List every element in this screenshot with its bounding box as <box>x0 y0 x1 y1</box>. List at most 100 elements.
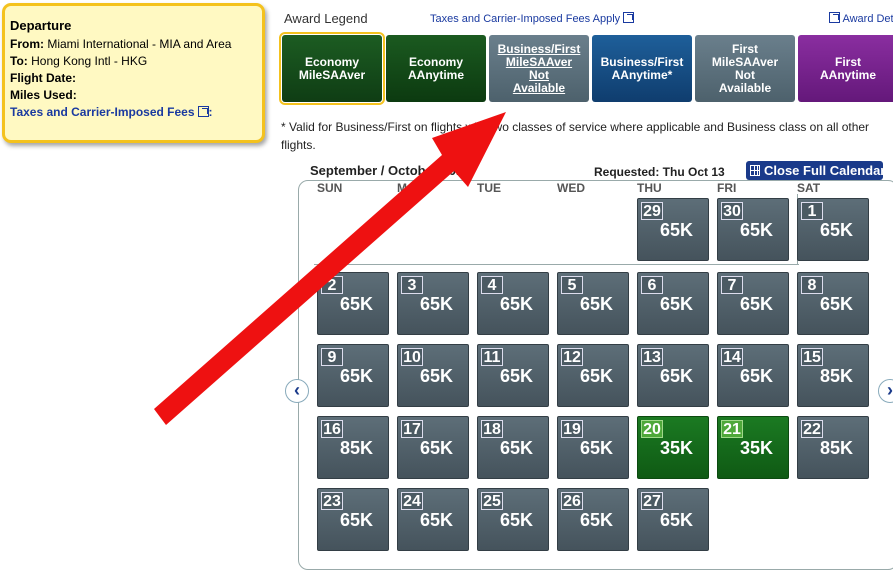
legend-economy-aanytime: Economy AAnytime <box>386 35 486 102</box>
day-number: 11 <box>481 348 503 366</box>
day-number: 3 <box>401 276 423 294</box>
flight-date-label: Flight Date: <box>10 71 76 85</box>
day-number: 8 <box>801 276 823 294</box>
calendar-month: September / October 2016 <box>310 163 471 178</box>
prev-week-button[interactable]: ‹ <box>285 379 309 403</box>
day-number: 15 <box>801 348 823 366</box>
calendar-icon <box>750 165 760 176</box>
day-miles: 65K <box>659 220 693 240</box>
from-row: From: Miami International - MIA and Area <box>10 36 262 53</box>
fees-colon: : <box>208 105 213 119</box>
day-number: 14 <box>721 348 743 366</box>
day-number: 18 <box>481 420 503 438</box>
award-details-link[interactable]: Award Det <box>826 12 893 25</box>
weekday-tue: TUE <box>477 181 501 195</box>
day-miles: 65K <box>499 438 533 458</box>
legend-business-aanytime: Business/First AAnytime* <box>592 35 692 102</box>
day-miles: 65K <box>499 366 533 386</box>
day-number: 19 <box>561 420 583 438</box>
day-number: 16 <box>321 420 343 438</box>
day-miles: 65K <box>579 438 613 458</box>
day-miles: 65K <box>819 294 853 314</box>
day-number: 13 <box>641 348 663 366</box>
day-number: 10 <box>401 348 423 366</box>
day-number: 21 <box>721 420 743 438</box>
to-label: To: <box>10 54 28 68</box>
day-number: 2 <box>321 276 343 294</box>
day-number: 12 <box>561 348 583 366</box>
close-calendar-button[interactable]: Close Full Calendar <box>746 161 886 180</box>
legend-title: Award Legend <box>284 11 368 26</box>
day-miles: 85K <box>339 438 373 458</box>
external-link-icon[interactable] <box>829 12 840 23</box>
month-divider <box>314 264 799 265</box>
day-miles: 65K <box>579 294 613 314</box>
day-miles: 65K <box>339 366 373 386</box>
day-number: 30 <box>721 202 743 220</box>
weekday-sat: SAT <box>797 181 821 195</box>
legend-first-aanytime: First AAnytime <box>798 35 893 102</box>
day-miles: 65K <box>419 366 453 386</box>
day-number: 1 <box>801 202 823 220</box>
fees-apply-link[interactable]: Taxes and Carrier-Imposed Fees Apply <box>430 12 635 25</box>
close-calendar-label[interactable]: Close Full Calendar <box>764 163 886 178</box>
day-number: 17 <box>401 420 423 438</box>
from-label: From: <box>10 37 44 51</box>
award-details-label[interactable]: Award Det <box>842 13 893 25</box>
fees-link[interactable]: Taxes and Carrier-Imposed Fees <box>10 105 195 119</box>
day-miles: 65K <box>579 366 613 386</box>
day-miles: 85K <box>819 438 853 458</box>
day-miles: 35K <box>659 438 693 458</box>
weekday-thu: THU <box>637 181 662 195</box>
weekday-sun: SUN <box>317 181 343 195</box>
external-link-icon[interactable] <box>197 106 209 117</box>
legend-economy-milesaaver: Economy MileSAAver <box>279 32 385 105</box>
day-number: 27 <box>641 492 663 510</box>
day-miles: 65K <box>739 220 773 240</box>
from-value: Miami International - MIA and Area <box>47 37 232 51</box>
fees-apply-label[interactable]: Taxes and Carrier-Imposed Fees Apply <box>430 13 621 25</box>
day-miles: 65K <box>739 366 773 386</box>
legend-note: * Valid for Business/First on flights wi… <box>281 120 870 152</box>
to-value: Hong Kong Intl - HKG <box>31 54 148 68</box>
day-miles: 65K <box>499 294 533 314</box>
departure-panel: Departure From: Miami International - MI… <box>2 3 265 143</box>
external-link-icon[interactable] <box>623 12 635 23</box>
miles-used-label: Miles Used: <box>10 88 77 102</box>
day-miles: 65K <box>659 294 693 314</box>
day-number: 22 <box>801 420 823 438</box>
day-miles: 65K <box>339 294 373 314</box>
day-miles: 65K <box>419 294 453 314</box>
day-miles: 65K <box>659 366 693 386</box>
departure-title: Departure <box>10 18 72 33</box>
